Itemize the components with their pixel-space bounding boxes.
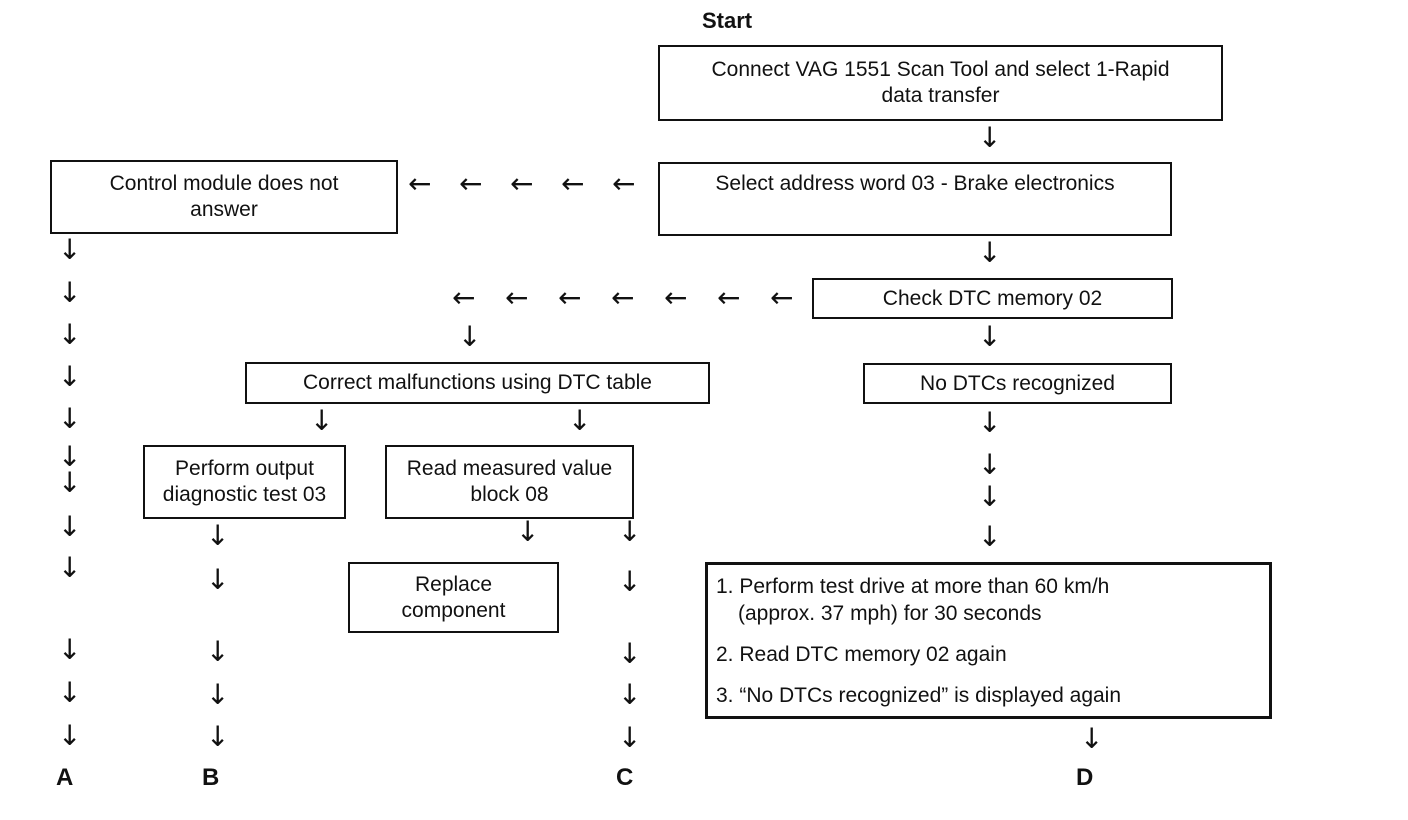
left-arrow-icon: ← xyxy=(505,281,529,314)
down-arrow-icon: ↓ xyxy=(978,480,1002,513)
flow-box-no-dtcs-recognized: No DTCs recognized xyxy=(863,363,1172,404)
box-text-line: No DTCs recognized xyxy=(920,371,1115,395)
test-drive-step-3: 3. “No DTCs recognized” is displayed aga… xyxy=(716,682,1261,709)
left-arrow-icon: ← xyxy=(664,281,688,314)
box-text-line: Control module does not xyxy=(109,172,339,195)
box-text-line: block 08 xyxy=(470,483,549,506)
down-arrow-icon: ↓ xyxy=(310,404,334,437)
down-arrow-icon: ↓ xyxy=(206,563,230,596)
box-text-line: Connect VAG 1551 Scan Tool and select 1-… xyxy=(711,58,1170,81)
step-text-line: 3. “No DTCs recognized” is displayed aga… xyxy=(716,684,1122,707)
down-arrow-icon: ↓ xyxy=(58,233,82,266)
flow-box-select-address-word: Select address word 03 - Brake electroni… xyxy=(658,162,1172,236)
down-arrow-icon: ↓ xyxy=(978,520,1002,553)
left-arrow-icon: ← xyxy=(612,167,636,200)
left-arrow-icon: ← xyxy=(558,281,582,314)
down-arrow-icon: ↓ xyxy=(618,637,642,670)
down-arrow-icon: ↓ xyxy=(978,406,1002,439)
flow-box-connect-scan-tool: Connect VAG 1551 Scan Tool and select 1-… xyxy=(658,45,1223,121)
down-arrow-icon: ↓ xyxy=(618,678,642,711)
down-arrow-icon: ↓ xyxy=(978,121,1002,154)
box-text-line: data transfer xyxy=(881,84,1000,107)
down-arrow-icon: ↓ xyxy=(978,320,1002,353)
step-text-line: 1. Perform test drive at more than 60 km… xyxy=(716,575,1110,598)
down-arrow-icon: ↓ xyxy=(978,448,1002,481)
left-arrow-icon: ← xyxy=(561,167,585,200)
down-arrow-icon: ↓ xyxy=(58,360,82,393)
down-arrow-icon: ↓ xyxy=(58,676,82,709)
box-text-line: diagnostic test 03 xyxy=(162,483,327,506)
down-arrow-icon: ↓ xyxy=(206,720,230,753)
box-text-line: Correct malfunctions using DTC table xyxy=(303,371,652,394)
flow-box-test-drive-steps: 1. Perform test drive at more than 60 km… xyxy=(705,562,1272,719)
down-arrow-icon: ↓ xyxy=(58,510,82,543)
test-drive-step-2: 2. Read DTC memory 02 again xyxy=(716,641,1261,668)
down-arrow-icon: ↓ xyxy=(206,635,230,668)
down-arrow-icon: ↓ xyxy=(568,404,592,437)
box-text-line: component xyxy=(401,598,506,622)
step-text-line: 2. Read DTC memory 02 again xyxy=(716,643,1007,666)
down-arrow-icon: ↓ xyxy=(58,440,82,473)
down-arrow-icon: ↓ xyxy=(58,633,82,666)
down-arrow-icon: ↓ xyxy=(58,466,82,499)
step-text-line: (approx. 37 mph) for 30 seconds xyxy=(738,602,1042,625)
left-arrow-icon: ← xyxy=(459,167,483,200)
down-arrow-icon: ↓ xyxy=(458,320,482,353)
down-arrow-icon: ↓ xyxy=(58,402,82,435)
down-arrow-icon: ↓ xyxy=(58,276,82,309)
down-arrow-icon: ↓ xyxy=(58,551,82,584)
left-arrow-icon: ← xyxy=(452,281,476,314)
branch-label-d: D xyxy=(1076,764,1094,791)
flow-box-output-diagnostic-test: Perform output diagnostic test 03 xyxy=(143,445,346,519)
down-arrow-icon: ↓ xyxy=(978,236,1002,269)
down-arrow-icon: ↓ xyxy=(58,318,82,351)
flow-box-correct-malfunctions: Correct malfunctions using DTC table xyxy=(245,362,710,404)
left-arrow-icon: ← xyxy=(510,167,534,200)
flow-box-replace-component: Replace component xyxy=(348,562,559,633)
branch-label-c: C xyxy=(616,764,634,791)
left-arrow-icon: ← xyxy=(408,167,432,200)
flow-box-check-dtc-memory: Check DTC memory 02 xyxy=(812,278,1173,319)
down-arrow-icon: ↓ xyxy=(1080,722,1104,755)
test-drive-step-1: 1. Perform test drive at more than 60 km… xyxy=(716,573,1261,627)
box-text-line: Perform output xyxy=(175,457,314,480)
branch-label-b: B xyxy=(202,764,220,791)
flow-box-control-module-no-answer: Control module does not answer xyxy=(50,160,398,234)
box-text-line: Replace xyxy=(414,572,493,596)
left-arrow-icon: ← xyxy=(717,281,741,314)
box-text-line: Check DTC memory 02 xyxy=(882,286,1103,310)
down-arrow-icon: ↓ xyxy=(206,678,230,711)
down-arrow-icon: ↓ xyxy=(516,515,540,548)
down-arrow-icon: ↓ xyxy=(618,515,642,548)
box-text-line: answer xyxy=(190,198,258,221)
box-text-line: Select address word 03 - Brake electroni… xyxy=(715,172,1115,195)
down-arrow-icon: ↓ xyxy=(206,519,230,552)
down-arrow-icon: ↓ xyxy=(58,719,82,752)
box-text-line: Read measured value xyxy=(406,457,613,480)
flow-box-read-measured-value: Read measured value block 08 xyxy=(385,445,634,519)
down-arrow-icon: ↓ xyxy=(618,721,642,754)
start-label: Start xyxy=(702,8,753,33)
branch-label-a: A xyxy=(56,764,74,791)
left-arrow-icon: ← xyxy=(611,281,635,314)
left-arrow-icon: ← xyxy=(770,281,794,314)
down-arrow-icon: ↓ xyxy=(618,565,642,598)
